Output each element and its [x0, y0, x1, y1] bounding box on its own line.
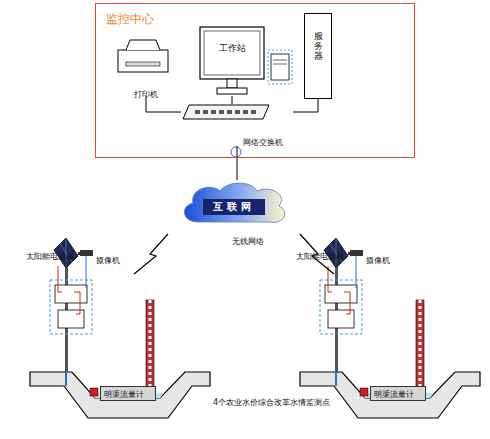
- node-box: 工作站: [199, 26, 265, 96]
- caption-text: 4个农业水价综合改革水情监测点: [212, 398, 331, 407]
- pc-tower: [271, 54, 289, 80]
- switch-icon: [181, 104, 271, 122]
- monitor-icon: [199, 26, 265, 96]
- label-holder: 摄像机: [96, 248, 120, 267]
- connector-line: [293, 99, 318, 112]
- label-holder: 太阳能电池板: [26, 245, 74, 263]
- link-symbol: [231, 147, 241, 157]
- label-text: 太阳能电池板: [26, 252, 74, 261]
- switch-port: [243, 110, 248, 114]
- label-holder: 太阳能电池板: [296, 245, 344, 263]
- node-text: 互联网: [203, 199, 265, 215]
- wireless-link: [134, 234, 168, 274]
- label-holder: 摄像机: [366, 248, 390, 267]
- switch-port: [235, 110, 240, 114]
- node-text: 明渠流量计: [104, 390, 144, 399]
- node-text: 明渠流量计: [374, 390, 414, 399]
- switch-port: [195, 110, 200, 114]
- printer-tray: [126, 40, 160, 50]
- node-box: 监控中心打印机 工作站 服务器网络交换机: [95, 3, 415, 158]
- node-text: 监控中心: [106, 11, 154, 28]
- label-holder: 互联网: [178, 195, 290, 215]
- label-holder: 无线网络: [232, 229, 264, 248]
- printer-slot: [126, 62, 160, 66]
- printer-icon: [116, 36, 176, 80]
- label-holder: 网络交换机: [243, 130, 283, 149]
- node-box: 服务器: [304, 13, 332, 99]
- label-holder: 打印机: [134, 82, 158, 101]
- switch-body: [183, 105, 269, 119]
- printer-body: [118, 50, 168, 72]
- node-box: 网络交换机: [181, 104, 293, 146]
- label-text: 摄像机: [96, 256, 120, 265]
- switch-port: [211, 110, 216, 114]
- monitor-neck: [227, 79, 237, 88]
- node-box: 互联网: [178, 180, 290, 226]
- node-box: 明渠流量计: [370, 386, 426, 401]
- station-right: [300, 238, 480, 418]
- node-text: 服务器: [314, 32, 323, 62]
- monitor-base: [217, 88, 247, 94]
- label-holder: 4个农业水价综合改革水情监测点: [212, 390, 331, 409]
- cloud-outline: [184, 183, 284, 222]
- switch-port: [203, 110, 208, 114]
- switch-port: [219, 110, 224, 114]
- switch-port: [227, 110, 232, 114]
- label-holder: 工作站: [199, 36, 265, 55]
- pc-drive: [273, 60, 287, 61]
- pc-outline: [268, 50, 292, 84]
- monitor-frame: [200, 27, 264, 79]
- label-text: 摄像机: [366, 256, 390, 265]
- station-left: [30, 238, 210, 418]
- pc-drive: [273, 64, 287, 65]
- switch-port: [251, 110, 256, 114]
- node-text: 网络交换机: [243, 138, 283, 147]
- connector-line: [232, 96, 233, 104]
- node-box: 打印机: [116, 36, 176, 96]
- connector-line: [237, 146, 238, 180]
- monitor-screen: [204, 31, 260, 75]
- node-text: 打印机: [134, 90, 158, 99]
- label-text: 太阳能电池板: [296, 252, 344, 261]
- node-text: 工作站: [219, 43, 246, 53]
- node-box: 明渠流量计: [100, 386, 156, 401]
- label-text: 无线网络: [232, 237, 264, 246]
